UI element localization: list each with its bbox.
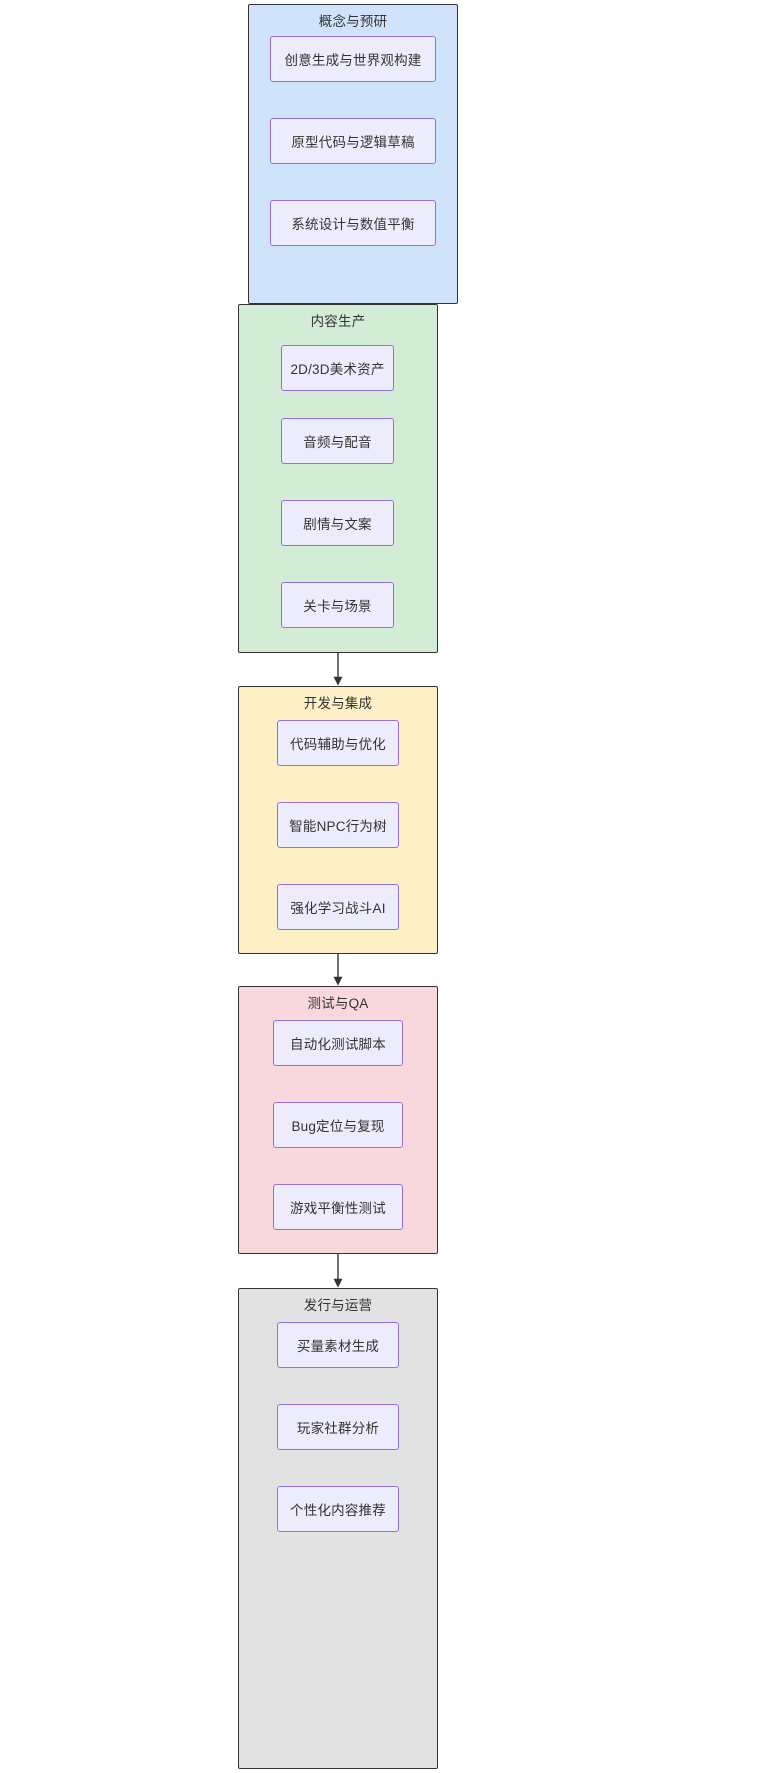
node-d2[interactable]: 智能NPC行为树 [277,802,399,848]
node-o2[interactable]: 玩家社群分析 [277,1404,399,1450]
cluster-title-dev: 开发与集成 [303,696,373,711]
node-label: 智能NPC行为树 [289,819,387,834]
cluster-title-qa: 测试与QA [307,996,369,1011]
node-d1[interactable]: 代码辅助与优化 [277,720,399,766]
cluster-title-concept: 概念与预研 [318,14,388,29]
node-p2[interactable]: 音频与配音 [281,418,394,464]
node-o1[interactable]: 买量素材生成 [277,1322,399,1368]
node-label: 系统设计与数值平衡 [291,217,415,232]
node-label: 买量素材生成 [296,1339,380,1354]
node-label: 剧情与文案 [303,517,372,532]
node-label: 代码辅助与优化 [290,737,386,752]
node-p1[interactable]: 2D/3D美术资产 [281,345,394,391]
node-c3[interactable]: 系统设计与数值平衡 [270,200,436,246]
node-label: 游戏平衡性测试 [290,1201,386,1216]
node-label: 创意生成与世界观构建 [284,53,422,68]
node-label: 自动化测试脚本 [290,1037,386,1052]
node-o3[interactable]: 个性化内容推荐 [277,1486,399,1532]
node-label: 关卡与场景 [303,599,372,614]
node-q1[interactable]: 自动化测试脚本 [273,1020,403,1066]
node-label: 玩家社群分析 [296,1421,380,1436]
node-d3[interactable]: 强化学习战斗AI [277,884,399,930]
node-label: 2D/3D美术资产 [290,362,385,377]
cluster-title-content: 内容生产 [310,314,366,329]
node-c2[interactable]: 原型代码与逻辑草稿 [270,118,436,164]
node-c1[interactable]: 创意生成与世界观构建 [270,36,436,82]
node-p4[interactable]: 关卡与场景 [281,582,394,628]
node-label: 强化学习战斗AI [290,901,386,916]
node-label: 原型代码与逻辑草稿 [291,135,415,150]
cluster-title-ops: 发行与运营 [303,1298,373,1313]
node-label: 个性化内容推荐 [290,1503,386,1518]
node-q2[interactable]: Bug定位与复现 [273,1102,403,1148]
node-label: Bug定位与复现 [291,1119,385,1134]
node-label: 音频与配音 [303,435,372,450]
node-p3[interactable]: 剧情与文案 [281,500,394,546]
node-q3[interactable]: 游戏平衡性测试 [273,1184,403,1230]
